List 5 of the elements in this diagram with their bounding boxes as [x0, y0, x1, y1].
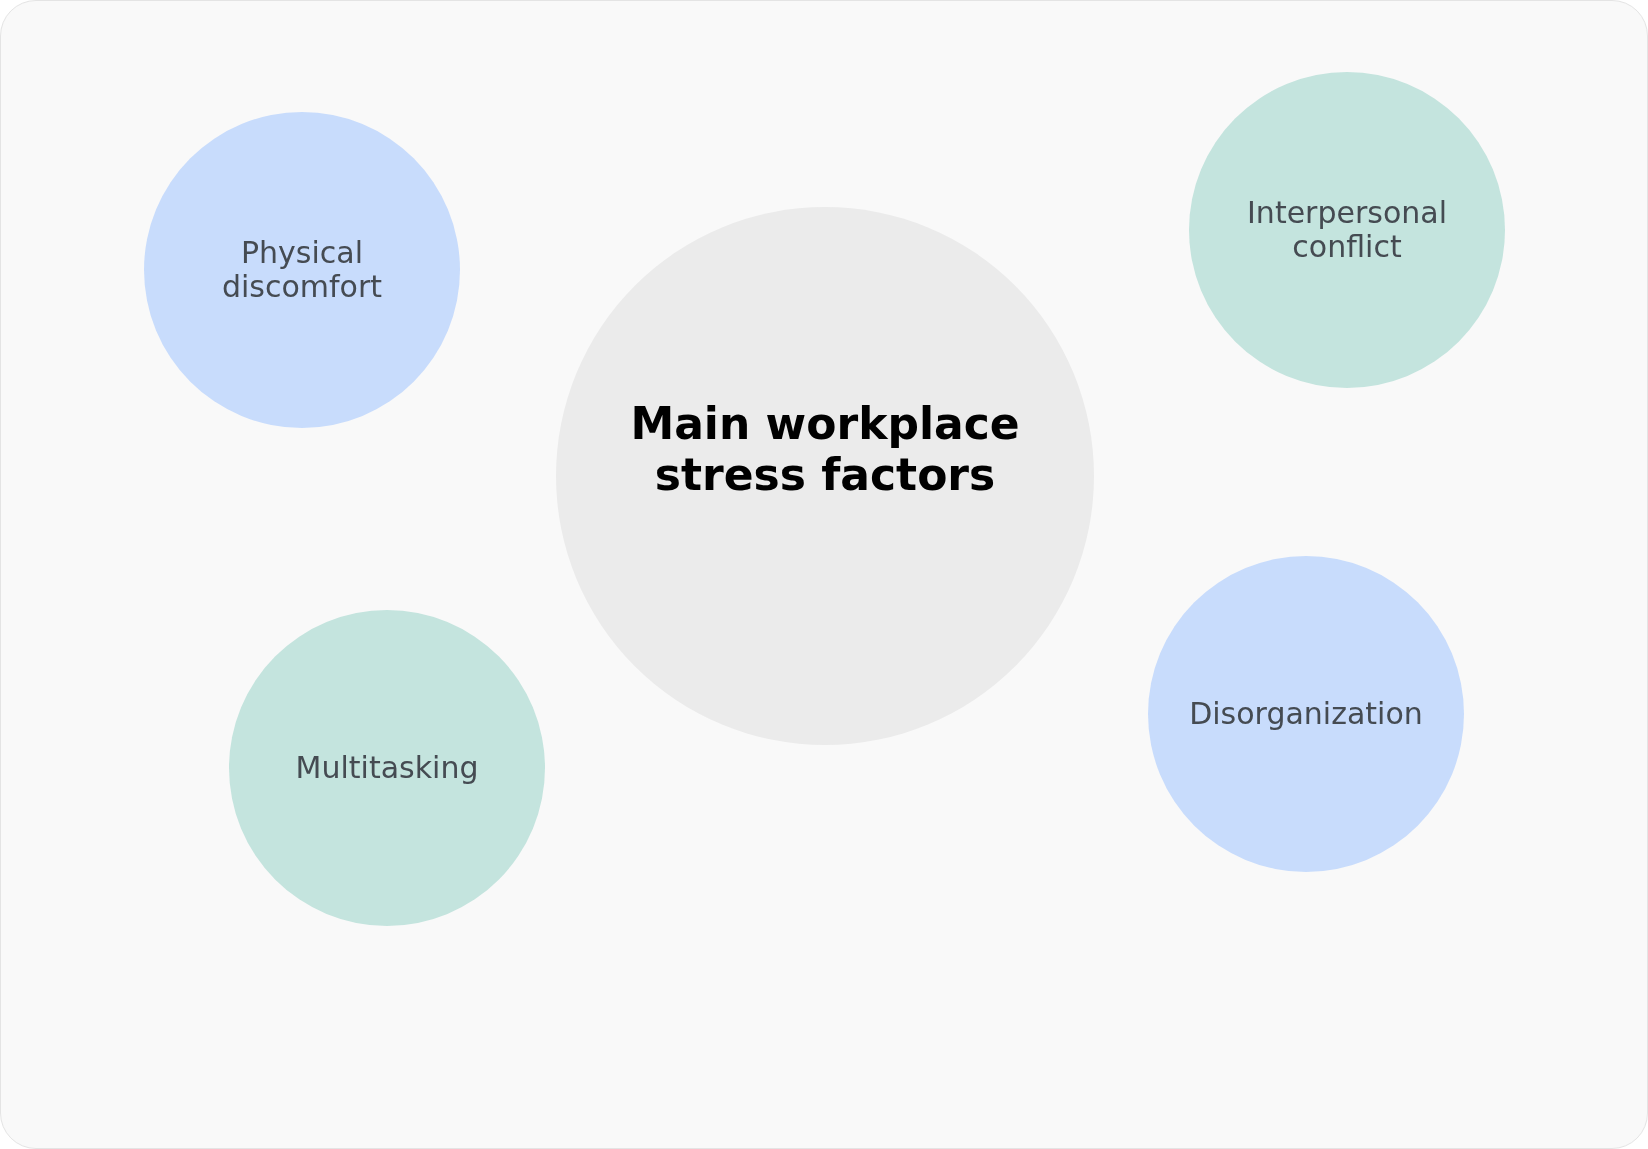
factor-label: Multitasking	[295, 750, 479, 786]
factor-label: Physical discomfort	[220, 235, 384, 305]
central-title: Main workplace stress factors	[629, 399, 1021, 501]
factor-label: Interpersonal conflict	[1246, 195, 1448, 265]
factor-label: Disorganization	[1189, 696, 1423, 732]
